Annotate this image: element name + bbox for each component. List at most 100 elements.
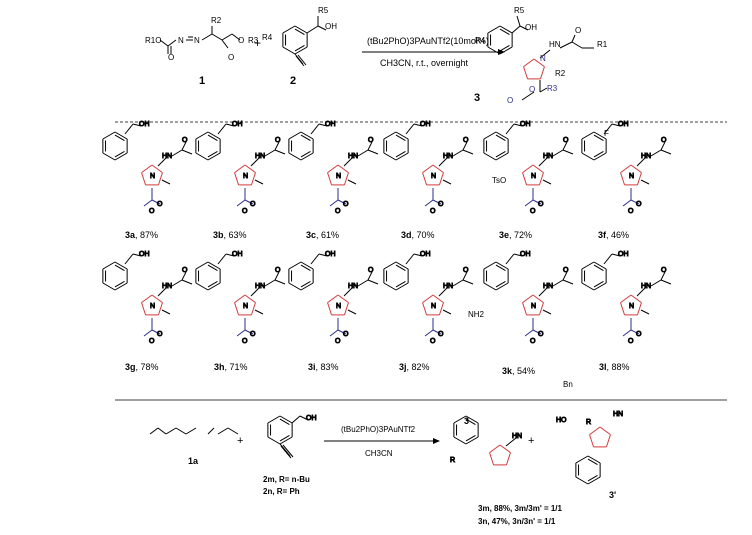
aryl-ring-1 <box>195 131 209 140</box>
bond-line <box>505 123 515 135</box>
pyrrole-ring-5 <box>630 164 642 174</box>
aryl-ring-6 <box>114 264 125 271</box>
aryl-ring-1 <box>207 152 221 161</box>
n-label: N <box>243 173 248 180</box>
bond-line <box>317 25 327 31</box>
ester-bond <box>329 329 339 337</box>
pyrrole-ring-1 <box>234 172 240 186</box>
aryl-ring-4 <box>483 131 497 140</box>
o-label: O <box>628 338 634 345</box>
o-label: O <box>275 137 281 144</box>
bottom-product3-benzene <box>465 418 476 425</box>
aryl-ring-0 <box>102 152 116 161</box>
reactant-2-label: 2 <box>290 75 296 87</box>
aryl-ring-9 <box>383 282 397 291</box>
ester-bond <box>143 199 153 207</box>
product-pyrrole <box>539 66 545 80</box>
r3-label: R3 <box>248 36 259 45</box>
o-label: O <box>343 201 349 208</box>
r-label: R <box>450 457 455 464</box>
pyrrole-ring-7 <box>234 302 240 316</box>
bond-line <box>603 253 613 265</box>
bottom-alkyne-benzene <box>267 436 281 445</box>
product-yield: , 88% <box>607 362 630 372</box>
ester-bond <box>143 329 153 337</box>
bottom-product3-pyrrole <box>499 444 511 454</box>
pyrrole-ring-8 <box>327 302 333 316</box>
o-label-2: O <box>228 53 234 62</box>
aryl-ring-3 <box>395 131 409 140</box>
bottom-product3prime-pyrrole <box>605 434 611 448</box>
bottom-scheme: 1a + 2m, R= n-Bu 2n, R= Ph (tBu2PhO)3PAu… <box>188 416 616 526</box>
hn-label: HN <box>255 283 265 290</box>
bond-line <box>274 271 280 281</box>
product-id: 3l <box>599 362 607 372</box>
ester-bond <box>622 329 632 337</box>
aryl-ring-11 <box>581 261 595 270</box>
bond-line <box>310 253 320 265</box>
product-yield: , 72% <box>509 230 532 240</box>
hn-label: HN <box>443 283 453 290</box>
bond-line <box>513 253 523 257</box>
ester-bond <box>432 199 442 205</box>
bond-line <box>650 279 662 287</box>
bond-line <box>217 253 227 265</box>
bond-line <box>552 279 564 287</box>
bond-line <box>274 141 280 151</box>
hn-label: HN <box>543 153 553 160</box>
bottom-product3prime-benzene <box>575 476 589 485</box>
bond-line <box>181 141 187 151</box>
bottom-product3-pyrrole <box>505 452 511 466</box>
ester-bond <box>244 199 254 205</box>
product-yield-3c: 3c, 61% <box>306 230 339 240</box>
pyrrole-ring-4 <box>532 164 544 174</box>
product-id: 3i <box>308 362 316 372</box>
hn-label: HN <box>512 433 522 440</box>
bond-line <box>167 39 177 47</box>
bottom-alkyne-benzene <box>279 418 290 425</box>
bottom-result-1: 3m, 88%, 3m/3m' = 1/1 <box>478 504 563 513</box>
reactant2-benzene <box>294 46 308 55</box>
aryl-ring-8 <box>300 282 314 291</box>
bn-label: Bn <box>563 380 573 389</box>
reaction-arrow-head <box>498 49 505 55</box>
hn-label: HN <box>641 153 651 160</box>
aryl-ring-0 <box>114 151 125 158</box>
aryl-ring-1 <box>207 151 218 158</box>
product-labels: 3a, 87%3b, 63%3c, 61%3d, 70%3e, 72%3f, 4… <box>125 230 630 376</box>
aryl-ring-10 <box>495 282 509 291</box>
pyrrole-ring-9 <box>432 294 444 304</box>
bond-line <box>157 157 167 167</box>
aryl-ring-1 <box>195 152 209 161</box>
product-id: 3a <box>125 230 136 240</box>
pyrrole-ring-11 <box>620 294 632 304</box>
bond-line <box>611 123 621 127</box>
bottom-alkyne-benzene <box>279 435 290 442</box>
oh-label: OH <box>232 121 243 128</box>
hn-label: HN <box>613 411 623 418</box>
aryl-ring-9 <box>395 281 406 288</box>
aryl-ring-10 <box>483 282 497 291</box>
reactant2-benzene <box>282 25 296 34</box>
oh-label: OH <box>420 251 431 258</box>
plus-sign: + <box>254 36 261 50</box>
bottom-product3-benzene <box>465 435 476 442</box>
bond-line <box>181 279 193 285</box>
o-label: O <box>157 201 163 208</box>
reactant2-benzene <box>294 28 305 35</box>
oh-label: OH <box>520 121 531 128</box>
hn-label: HN <box>255 153 265 160</box>
ester-bond <box>432 329 442 335</box>
product-yield: , 78% <box>136 362 159 372</box>
top-scheme: 1 2 3 + R1O O N N R2 O R3 O R4 R5 OH (tB… <box>145 6 608 105</box>
bottom-product3-benzene <box>453 415 467 424</box>
oh-label: OH <box>306 415 317 422</box>
bond-line <box>132 123 142 127</box>
n-label: N <box>629 303 634 310</box>
aryl-ring-4 <box>495 134 506 141</box>
product-id: 3g <box>125 362 136 372</box>
bond-line <box>357 279 369 287</box>
aryl-ring-11 <box>593 282 607 291</box>
